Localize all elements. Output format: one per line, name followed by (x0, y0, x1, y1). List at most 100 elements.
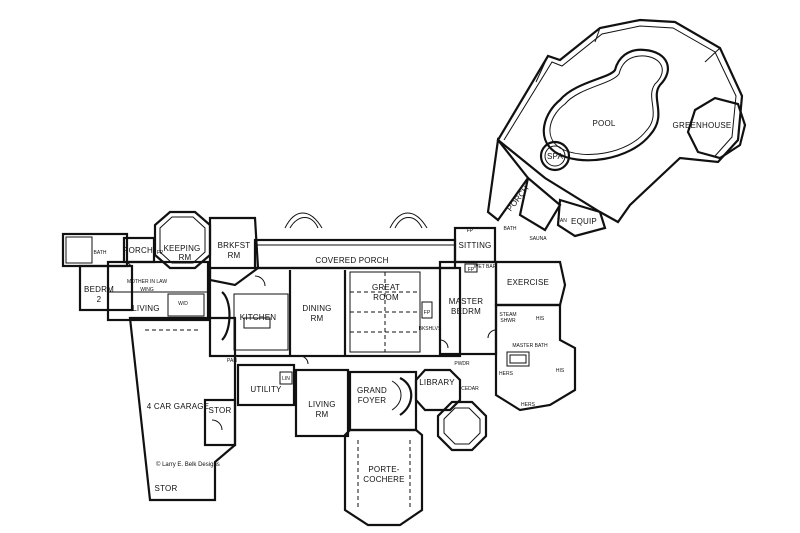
foyer-stair-inner (391, 380, 402, 411)
master-wing: SITTING FP MASTER BEDRM EXERCISE MASTER … (414, 226, 577, 452)
equip-block (518, 175, 562, 232)
label-covered-porch: COVERED PORCH (315, 256, 388, 265)
label-porte-2: COCHERE (363, 475, 404, 484)
label-pan: PAN (227, 358, 237, 364)
label-porch-upper: PORCH (505, 184, 531, 213)
label-bedrm-2: 2 (97, 295, 102, 304)
label-fp-great: FP (424, 310, 431, 316)
label-bath-upper: BATH (504, 226, 517, 232)
label-fp-sitting: FP (467, 228, 474, 234)
door-swing-2 (299, 355, 309, 365)
master-fp (464, 263, 478, 273)
label-steam-1: STEAM (499, 312, 516, 318)
living-room-center (294, 368, 350, 438)
door-swing-4 (487, 329, 497, 339)
label-sitting: SITTING (459, 241, 492, 250)
label-tan: TAN (557, 218, 567, 224)
label-stor-2: STOR (155, 484, 178, 493)
designer-credit: © Larry E. Belk Designs (156, 461, 220, 468)
pool-edge (549, 55, 663, 155)
exercise (494, 260, 567, 307)
upper-porch-block (486, 137, 530, 222)
label-bedrm-1: BEDRM (84, 285, 114, 294)
main-body (208, 266, 462, 358)
label-grand-foyer-1: GRAND (357, 386, 387, 395)
label-stor-1: STOR (209, 406, 232, 415)
master-tub-inner (509, 354, 527, 364)
label-steam-2: SHWR (500, 318, 516, 324)
label-pool: POOL (592, 119, 615, 128)
left-bath-inner (65, 236, 93, 264)
library (414, 368, 462, 412)
label-bkshlvs: BKSHLVS (419, 326, 442, 332)
master-bath-cluster (494, 303, 577, 412)
equip-room (556, 198, 607, 238)
label-master-bath: MASTER BATH (512, 343, 548, 349)
door-swing-3 (439, 339, 449, 349)
label-porte-1: PORTE- (368, 465, 399, 474)
label-living-center-1: LIVING (308, 400, 335, 409)
library-tower-inner (443, 407, 481, 445)
back-steps-right-inner (394, 217, 423, 229)
label-master-2: BEDRM (451, 307, 481, 316)
door-details: FP FP BKSHLVS (123, 228, 497, 431)
label-brkfst-2: RM (228, 251, 241, 260)
kitchen (233, 293, 289, 351)
label-equip: EQUIP (571, 217, 597, 226)
label-library: LIBRARY (419, 378, 455, 387)
back-steps-left (284, 212, 323, 229)
pool-house-outline (496, 18, 744, 224)
back-steps-right (389, 212, 428, 229)
porte-cochere (343, 428, 424, 527)
label-dining-1: DINING (302, 304, 331, 313)
label-utility: UTILITY (250, 385, 282, 394)
pool-house: POOL GREENHOUSE SPA PORCH EQUIP TAN SAUN… (486, 18, 747, 242)
label-living-left: LIVING (132, 304, 159, 313)
label-great-2: ROOM (373, 293, 399, 302)
label-brkfst-1: BRKFST (218, 241, 251, 250)
left-wing: KEEPING RM BRKFST RM PORCH BATH BEDRM 2 … (61, 210, 260, 502)
label-mil-1: MOTHER IN LAW (127, 279, 167, 285)
garage (128, 316, 237, 502)
label-greenhouse: GREENHOUSE (673, 121, 732, 130)
pool-house-inner-outline (503, 25, 737, 157)
door-swing-5 (123, 261, 133, 271)
utility (236, 363, 296, 407)
label-hers-1: HERS (499, 371, 514, 377)
lin-closet (279, 371, 293, 385)
label-fp-keeping: FP (157, 250, 164, 256)
spa (539, 140, 571, 172)
label-kitchen: KITCHEN (240, 313, 277, 322)
kitchen-island (243, 317, 271, 329)
bedrm-2 (78, 264, 134, 312)
label-grand-foyer-2: FOYER (358, 396, 387, 405)
main-house: COVERED PORCH KITCHEN DINING RM GREAT RO… (208, 212, 462, 527)
door-swing-1 (254, 275, 266, 287)
label-wet-bar: WET BAR (474, 264, 497, 270)
label-bath-left: BATH (94, 250, 107, 256)
pool-house-hatch (535, 27, 721, 83)
label-his-lower: HIS (556, 368, 565, 374)
back-steps-left-inner (289, 217, 319, 229)
wd-room (167, 293, 205, 317)
label-porch-left: PORCH (123, 246, 153, 255)
label-his-upper: HIS (536, 316, 545, 322)
label-wd: W/D (178, 301, 188, 307)
foyer-stair (399, 377, 413, 416)
label-mil-2: WING (140, 287, 154, 293)
label-cedar: CEDAR (461, 386, 479, 392)
garage-stor (203, 398, 237, 447)
keeping-room-inner (159, 216, 206, 264)
door-swing-6 (211, 419, 223, 431)
label-master-1: MASTER (449, 297, 484, 306)
label-lin: LIN (282, 376, 290, 382)
library-tower (436, 400, 488, 452)
label-hers-2: HERS (521, 402, 536, 408)
keeping-room (153, 210, 212, 270)
label-sauna: SAUNA (529, 236, 547, 242)
great-room-fp (421, 301, 433, 319)
label-spa: SPA (547, 152, 563, 161)
spa-inner (544, 145, 566, 167)
mother-in-law-wing (106, 260, 210, 322)
label-living-center-2: RM (316, 410, 329, 419)
